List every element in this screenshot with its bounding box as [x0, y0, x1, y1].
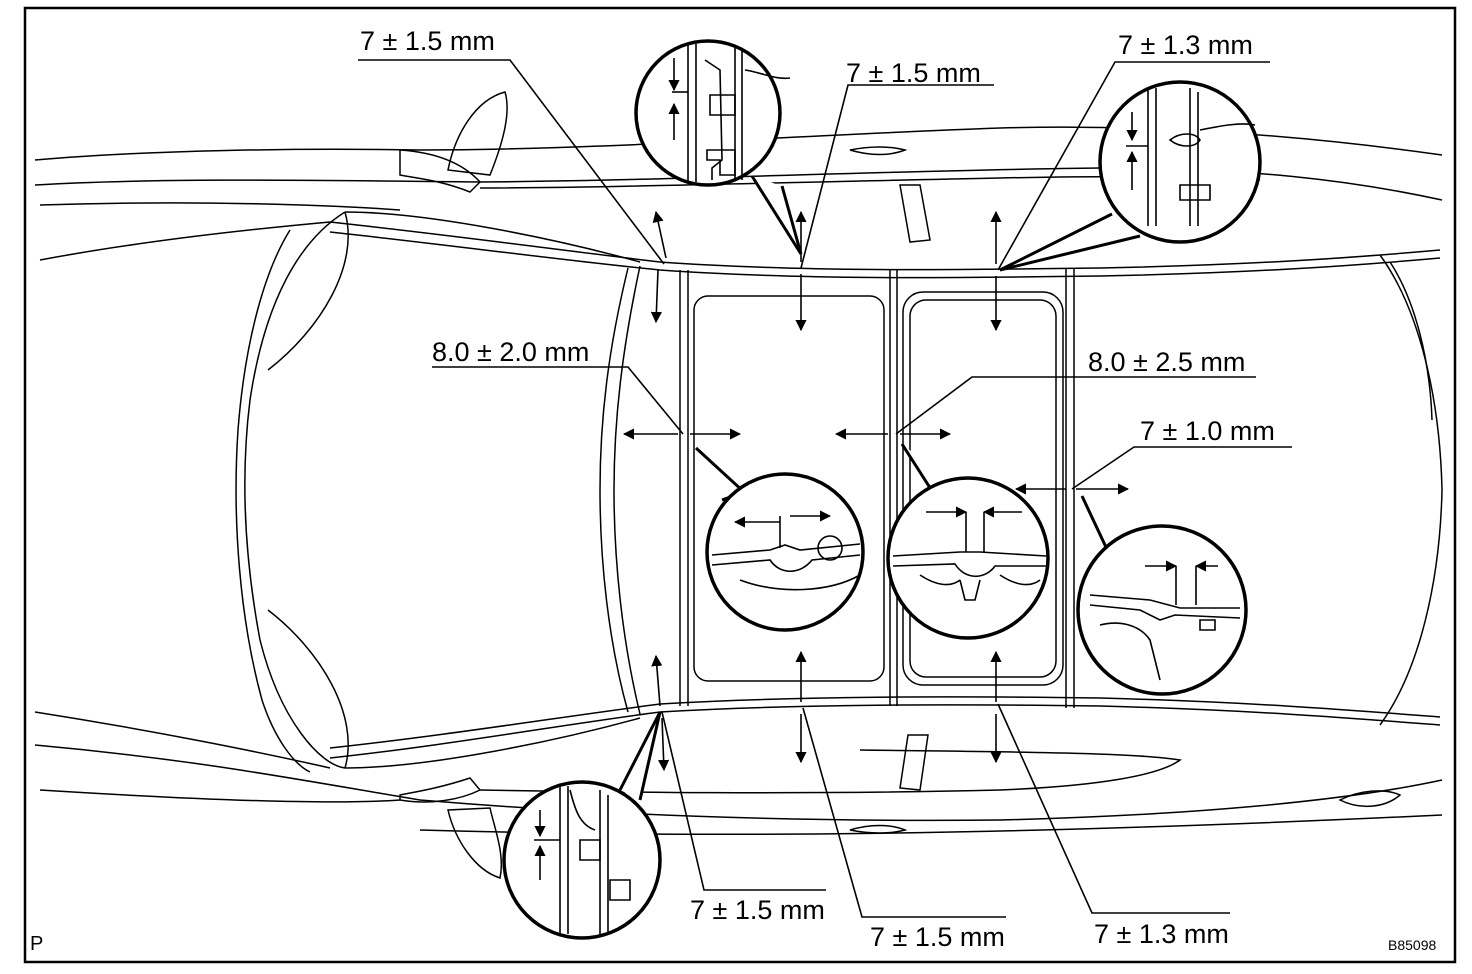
gap-label-bottom-left: 7 ± 1.5 mm [690, 895, 825, 925]
detail-circle-mid-center [886, 443, 1050, 640]
gap-label-top-center: 7 ± 1.5 mm [846, 58, 981, 88]
detail-circle-top-center [634, 39, 803, 255]
diagram-border [23, 6, 1457, 964]
car-body-outline [34, 91, 1443, 879]
leader-lines [358, 59, 1292, 918]
gap-arrows [622, 210, 1130, 772]
gap-label-top-left: 7 ± 1.5 mm [360, 26, 495, 56]
gap-label-bottom-right: 7 ± 1.3 mm [1094, 919, 1229, 949]
gap-label-bottom-center: 7 ± 1.5 mm [870, 922, 1005, 952]
gap-label-mid-center: 8.0 ± 2.5 mm [1088, 347, 1246, 377]
gap-label-mid-right: 7 ± 1.0 mm [1140, 416, 1275, 446]
gap-label-top-right: 7 ± 1.3 mm [1118, 30, 1253, 60]
detail-circle-mid-right [1076, 495, 1248, 696]
detail-circle-bottom-left [502, 711, 662, 940]
gap-label-mid-left: 8.0 ± 2.0 mm [432, 337, 590, 367]
detail-circle-mid-left [694, 446, 865, 632]
corner-mark-left: P [30, 933, 44, 955]
figure-code: B85098 [1388, 937, 1437, 953]
detail-circle-top-right [999, 80, 1262, 272]
